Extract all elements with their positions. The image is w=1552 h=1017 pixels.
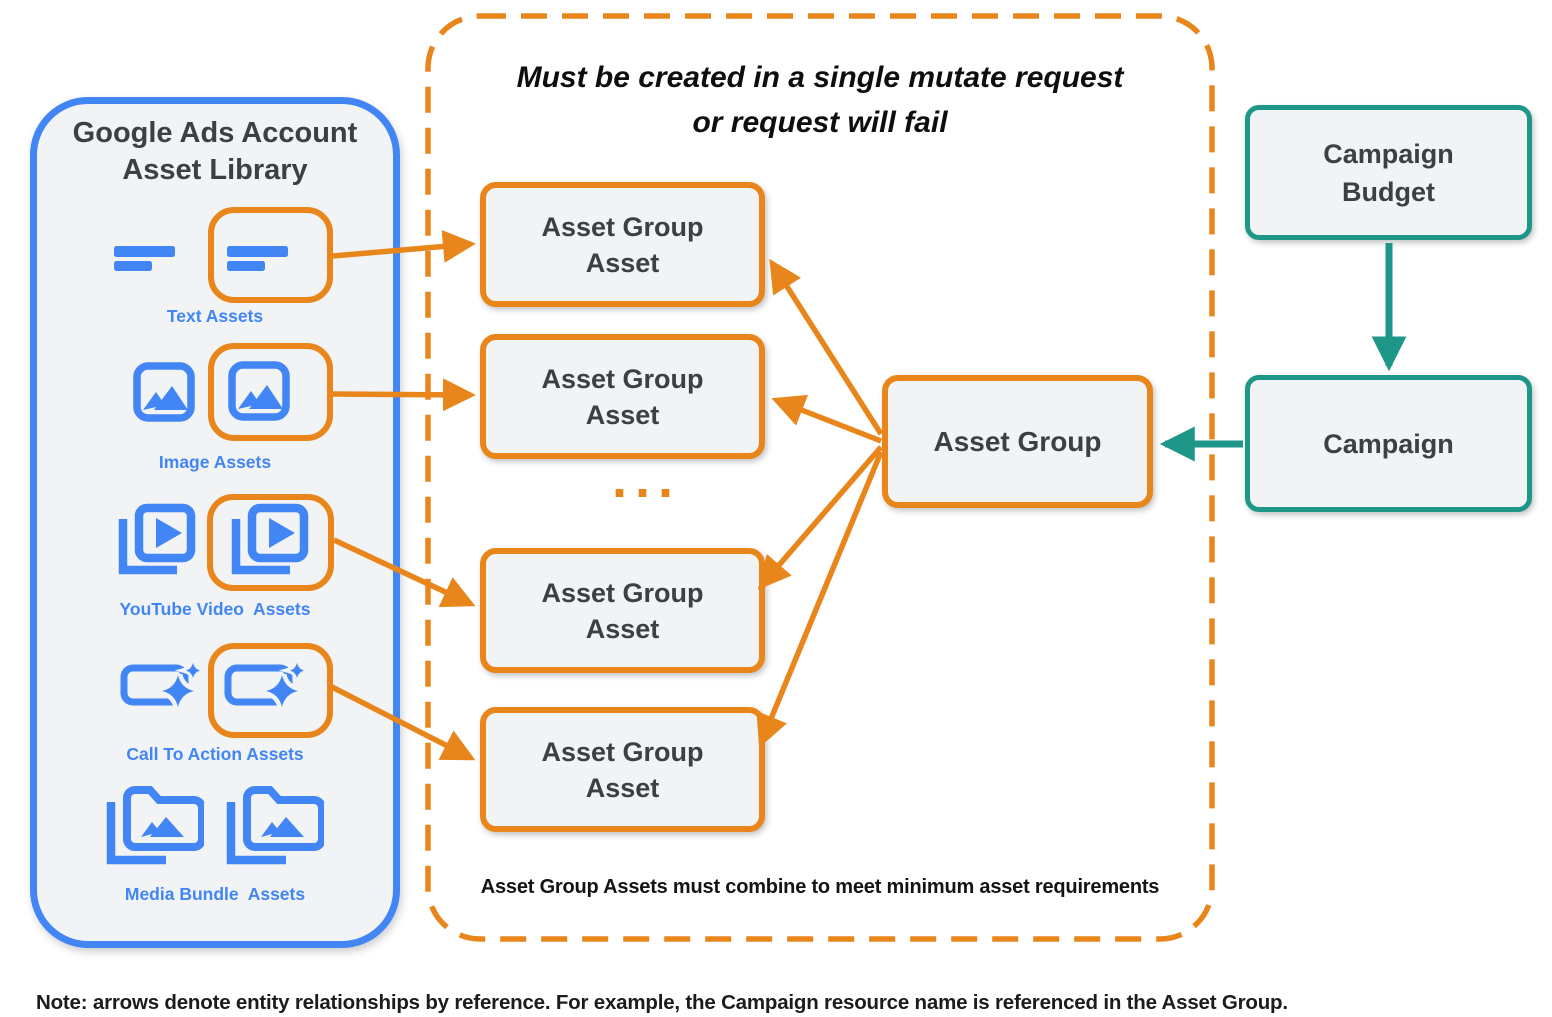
asset-group-asset-box-2: Asset Group Asset xyxy=(480,334,765,459)
asset-group-asset-label: Asset xyxy=(585,247,660,278)
more-boxes-ellipsis: ... xyxy=(612,449,682,509)
call-to-action-asset-icon-selected xyxy=(224,661,308,713)
mutate-panel-title: Must be created in a single mutate reque… xyxy=(425,55,1215,145)
text-asset-highlight-ring xyxy=(208,207,333,303)
asset-library-title-line2: Asset Library xyxy=(122,154,308,186)
youtube-video-asset-icon-selected xyxy=(229,503,309,577)
campaign-box: Campaign xyxy=(1245,375,1532,512)
image-asset-icon-selected xyxy=(227,360,291,422)
media-bundle-asset-icon xyxy=(104,785,204,867)
campaign-budget-box: Campaign Budget xyxy=(1245,105,1532,240)
image-asset-icon xyxy=(132,361,196,423)
asset-group-asset-label: Asset xyxy=(585,613,660,644)
youtube-video-asset-highlight-ring xyxy=(207,494,334,591)
asset-group-asset-label: Asset xyxy=(585,772,660,803)
asset-group-label: Asset Group xyxy=(933,425,1102,457)
asset-group-asset-box-4: Asset Group Asset xyxy=(480,707,765,832)
asset-group-asset-label: Asset xyxy=(585,399,660,430)
youtube-video-asset-icon xyxy=(116,503,196,577)
asset-group-asset-box-3: Asset Group Asset xyxy=(480,548,765,673)
asset-library-title-line1: Google Ads Account xyxy=(72,117,358,149)
asset-group-box: Asset Group xyxy=(882,375,1153,508)
asset-group-asset-label: Asset Group xyxy=(541,211,704,242)
mutate-panel-footnote: Asset Group Assets must combine to meet … xyxy=(480,876,1160,898)
text-asset-icon-selected xyxy=(226,241,292,277)
asset-group-asset-label: Asset Group xyxy=(541,363,704,394)
image-asset-highlight-ring xyxy=(208,343,333,441)
asset-group-asset-label: Asset Group xyxy=(541,577,704,608)
media-bundle-asset-icon-2 xyxy=(224,785,324,867)
campaign-budget-label-line1: Campaign xyxy=(1323,138,1454,169)
call-to-action-assets-label: Call To Action Assets xyxy=(126,744,304,764)
youtube-video-assets-label: YouTube Video Assets xyxy=(119,599,311,619)
mutate-panel-title-line1: Must be created in a single mutate reque… xyxy=(516,61,1124,94)
campaign-label: Campaign xyxy=(1323,428,1454,459)
call-to-action-asset-icon xyxy=(120,661,204,713)
text-assets-label: Text Assets xyxy=(166,306,264,326)
mutate-panel-title-line2: or request will fail xyxy=(692,106,948,139)
text-asset-icon xyxy=(113,241,179,277)
call-to-action-asset-highlight-ring xyxy=(208,643,333,738)
asset-library-panel xyxy=(30,97,400,948)
asset-library-title: Google Ads Account Asset Library xyxy=(30,115,400,189)
media-bundle-assets-label: Media Bundle Assets xyxy=(124,884,306,904)
image-assets-label: Image Assets xyxy=(158,452,272,472)
campaign-budget-label-line2: Budget xyxy=(1342,176,1435,207)
asset-group-asset-box-1: Asset Group Asset xyxy=(480,182,765,307)
reference-note: Note: arrows denote entity relationships… xyxy=(36,991,1288,1014)
asset-group-asset-label: Asset Group xyxy=(541,736,704,767)
